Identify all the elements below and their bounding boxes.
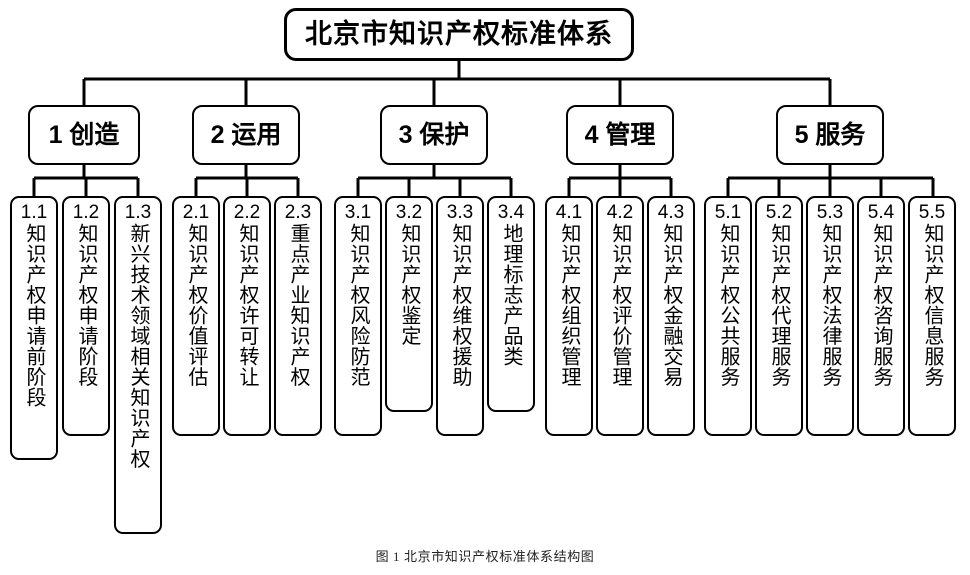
category-node-2[interactable]: 2 运用 — [192, 105, 300, 165]
leaf-node-1-3-label: 新兴技术领域相关知识产权 — [127, 223, 149, 469]
leaf-node-5-1-label: 知识产权公共服务 — [717, 223, 739, 387]
leaf-node-4-1[interactable]: 4.1 知识产权组织管理 — [545, 196, 593, 436]
leaf-node-1-1-label: 知识产权申请前阶段 — [23, 223, 45, 408]
leaf-node-3-1-number: 3.1 — [344, 202, 372, 223]
category-node-1-label: 1 创造 — [48, 120, 120, 149]
leaf-node-5-2[interactable]: 5.2 知识产权代理服务 — [755, 196, 803, 436]
category-node-2-label: 2 运用 — [210, 120, 282, 149]
leaf-node-4-3[interactable]: 4.3 知识产权金融交易 — [647, 196, 695, 436]
leaf-node-5-4[interactable]: 5.4 知识产权咨询服务 — [857, 196, 905, 436]
leaf-node-5-1-number: 5.1 — [714, 202, 742, 223]
leaf-node-1-1[interactable]: 1.1 知识产权申请前阶段 — [10, 196, 58, 460]
leaf-node-3-3-label: 知识产权维权援助 — [449, 223, 471, 387]
category-node-3[interactable]: 3 保护 — [380, 105, 488, 165]
leaf-node-4-2[interactable]: 4.2 知识产权评价管理 — [596, 196, 644, 436]
root-node[interactable]: 北京市知识产权标准体系 — [284, 8, 634, 61]
leaf-node-2-1[interactable]: 2.1 知识产权价值评估 — [172, 196, 220, 436]
leaf-node-3-3-number: 3.3 — [446, 202, 474, 223]
leaf-node-3-4[interactable]: 3.4 地理标志产品类 — [487, 196, 535, 412]
leaf-node-5-2-number: 5.2 — [765, 202, 793, 223]
leaf-node-5-5[interactable]: 5.5 知识产权信息服务 — [908, 196, 956, 436]
leaf-node-1-2-label: 知识产权申请阶段 — [75, 223, 97, 387]
leaf-node-1-1-number: 1.1 — [20, 202, 48, 223]
leaf-node-2-2-label: 知识产权许可转让 — [236, 223, 258, 387]
leaf-node-5-1[interactable]: 5.1 知识产权公共服务 — [704, 196, 752, 436]
leaf-node-4-2-number: 4.2 — [606, 202, 634, 223]
leaf-node-4-2-label: 知识产权评价管理 — [609, 223, 631, 387]
leaf-node-5-3[interactable]: 5.3 知识产权法律服务 — [806, 196, 854, 436]
leaf-node-2-2-number: 2.2 — [233, 202, 261, 223]
leaf-node-5-4-number: 5.4 — [867, 202, 895, 223]
leaf-node-2-3-label: 重点产业知识产权 — [287, 223, 309, 387]
leaf-node-5-4-label: 知识产权咨询服务 — [870, 223, 892, 387]
leaf-node-3-3[interactable]: 3.3 知识产权维权援助 — [436, 196, 484, 436]
category-node-3-label: 3 保护 — [398, 120, 470, 149]
leaf-node-3-2[interactable]: 3.2 知识产权鉴定 — [385, 196, 433, 412]
leaf-node-1-2[interactable]: 1.2 知识产权申请阶段 — [62, 196, 110, 436]
leaf-node-5-2-label: 知识产权代理服务 — [768, 223, 790, 387]
leaf-node-4-3-number: 4.3 — [657, 202, 685, 223]
leaf-node-4-3-label: 知识产权金融交易 — [660, 223, 682, 387]
leaf-node-5-3-number: 5.3 — [816, 202, 844, 223]
leaf-node-5-5-number: 5.5 — [918, 202, 946, 223]
figure-caption: 图 1 北京市知识产权标准体系结构图 — [375, 549, 595, 564]
category-node-4[interactable]: 4 管理 — [566, 105, 674, 165]
root-node-label: 北京市知识产权标准体系 — [305, 19, 613, 49]
leaf-node-5-3-label: 知识产权法律服务 — [819, 223, 841, 387]
category-node-1[interactable]: 1 创造 — [28, 105, 140, 165]
leaf-node-3-2-label: 知识产权鉴定 — [398, 223, 420, 346]
category-node-4-label: 4 管理 — [584, 120, 656, 149]
leaf-node-3-4-number: 3.4 — [497, 202, 525, 223]
leaf-node-5-5-label: 知识产权信息服务 — [921, 223, 943, 387]
leaf-node-3-1[interactable]: 3.1 知识产权风险防范 — [334, 196, 382, 436]
leaf-node-3-1-label: 知识产权风险防范 — [347, 223, 369, 387]
leaf-node-2-2[interactable]: 2.2 知识产权许可转让 — [223, 196, 271, 436]
leaf-node-3-4-label: 地理标志产品类 — [500, 223, 522, 367]
category-node-5-label: 5 服务 — [794, 120, 866, 149]
leaf-node-2-1-number: 2.1 — [182, 202, 210, 223]
leaf-node-2-3-number: 2.3 — [284, 202, 312, 223]
leaf-node-1-3-number: 1.3 — [124, 202, 152, 223]
leaf-node-3-2-number: 3.2 — [395, 202, 423, 223]
leaf-node-1-3[interactable]: 1.3 新兴技术领域相关知识产权 — [114, 196, 162, 534]
leaf-node-4-1-label: 知识产权组织管理 — [558, 223, 580, 387]
leaf-node-1-2-number: 1.2 — [72, 202, 100, 223]
category-node-5[interactable]: 5 服务 — [776, 105, 884, 165]
leaf-node-2-3[interactable]: 2.3 重点产业知识产权 — [274, 196, 322, 436]
leaf-node-4-1-number: 4.1 — [555, 202, 583, 223]
leaf-node-2-1-label: 知识产权价值评估 — [185, 223, 207, 387]
